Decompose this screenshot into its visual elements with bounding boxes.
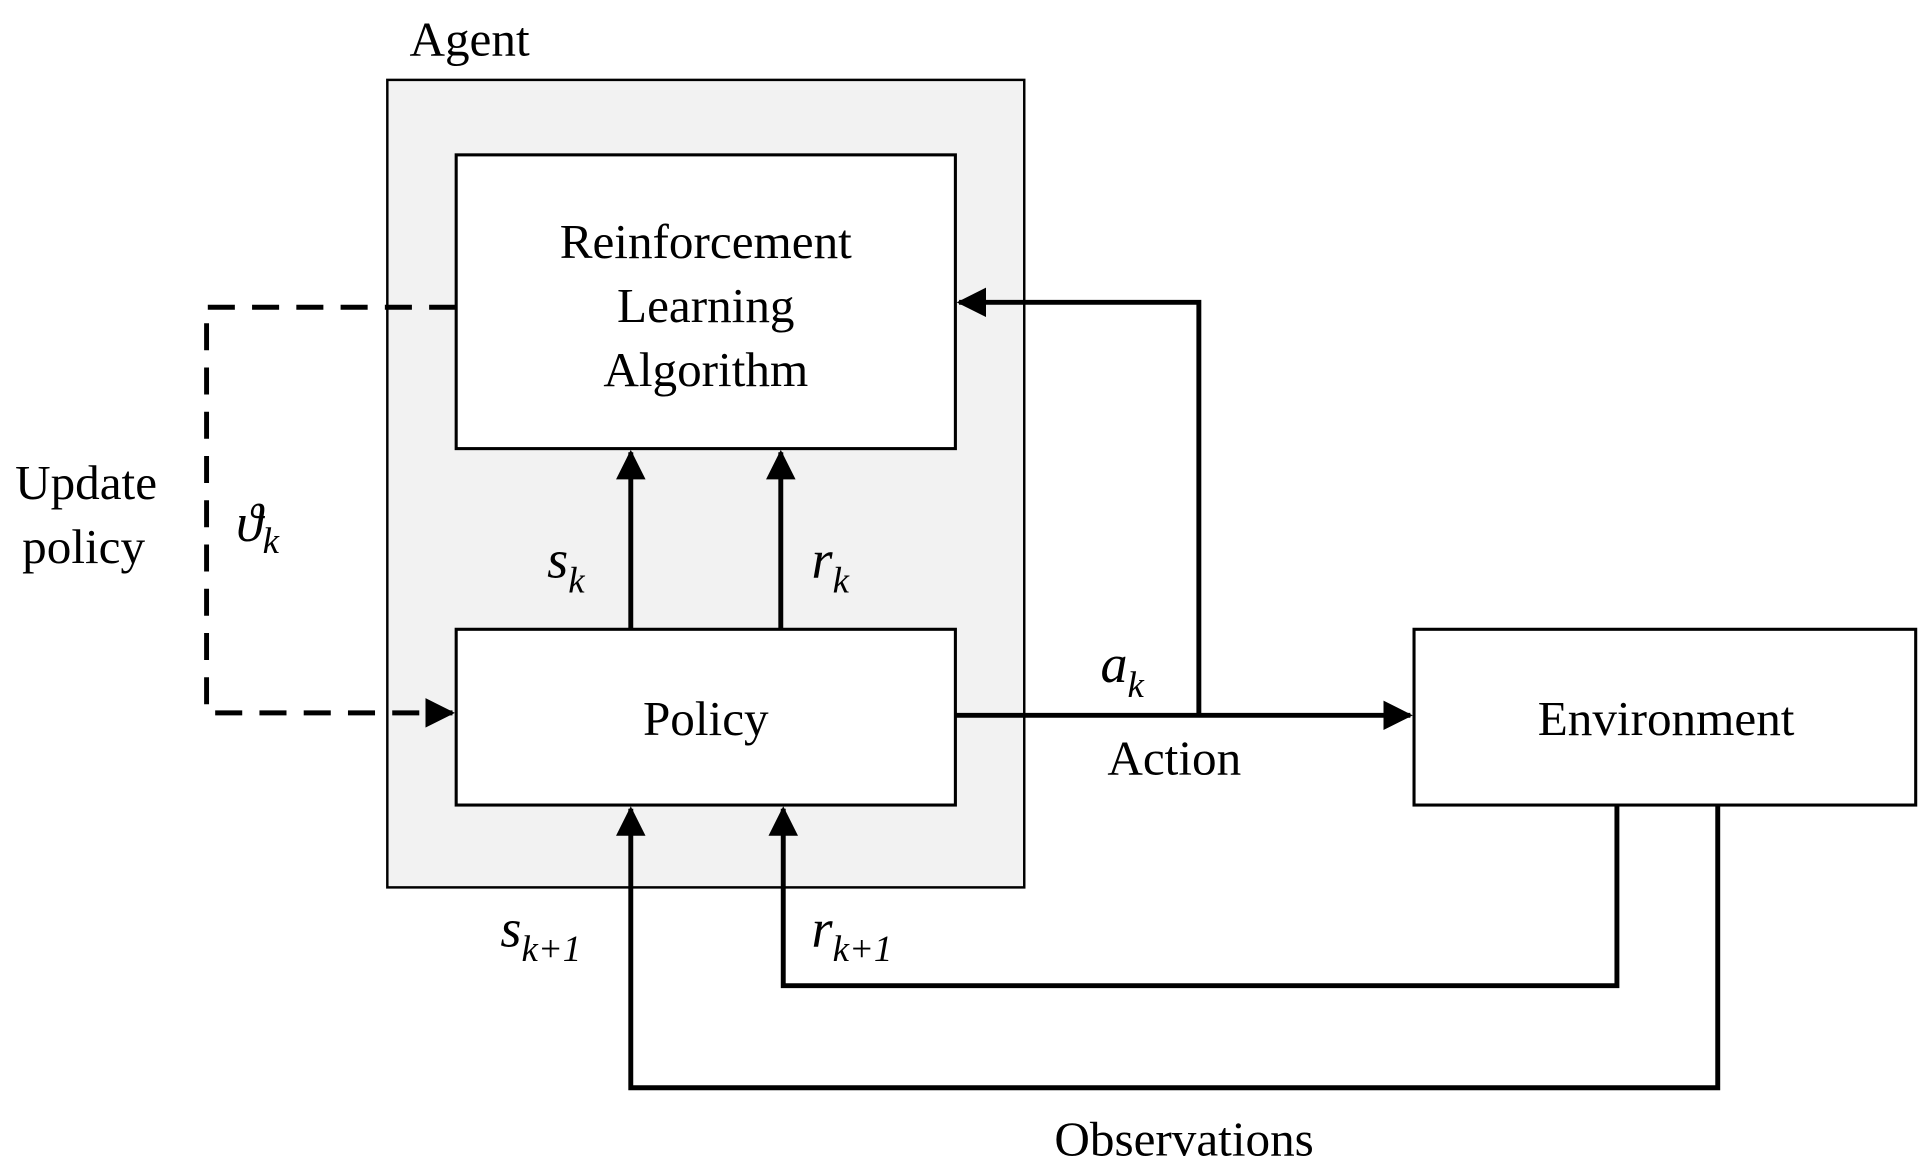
action-to-rl-arrow	[956, 287, 1202, 716]
r-k-label: rk	[812, 530, 850, 601]
r-k-plus-1-label: rk+1	[812, 898, 893, 969]
update-policy-arrow	[204, 304, 457, 728]
theta-k-label: ϑk	[236, 493, 280, 561]
rl-line-1: Reinforcement	[560, 214, 852, 269]
a-k-label: ak	[1100, 634, 1144, 705]
s-k-label: sk	[547, 530, 585, 601]
rl-algorithm-block: Reinforcement Learning Algorithm	[454, 153, 957, 451]
agent-title: Agent	[409, 11, 529, 66]
update-policy-line-2: policy	[22, 519, 145, 574]
policy-block: Policy	[454, 627, 957, 807]
next-state-arrow	[616, 805, 1721, 1091]
observations-label: Observations	[1054, 1111, 1313, 1166]
policy-label: Policy	[643, 691, 769, 746]
environment-label: Environment	[1538, 691, 1795, 746]
s-k-plus-1-label: sk+1	[500, 898, 581, 969]
rl-line-3: Algorithm	[603, 342, 808, 397]
rl-line-2: Learning	[617, 278, 794, 333]
action-label: Action	[1107, 730, 1241, 785]
update-policy-line-1: Update	[15, 455, 157, 510]
next-reward-arrow	[768, 805, 1620, 989]
environment-block: Environment	[1412, 627, 1918, 807]
